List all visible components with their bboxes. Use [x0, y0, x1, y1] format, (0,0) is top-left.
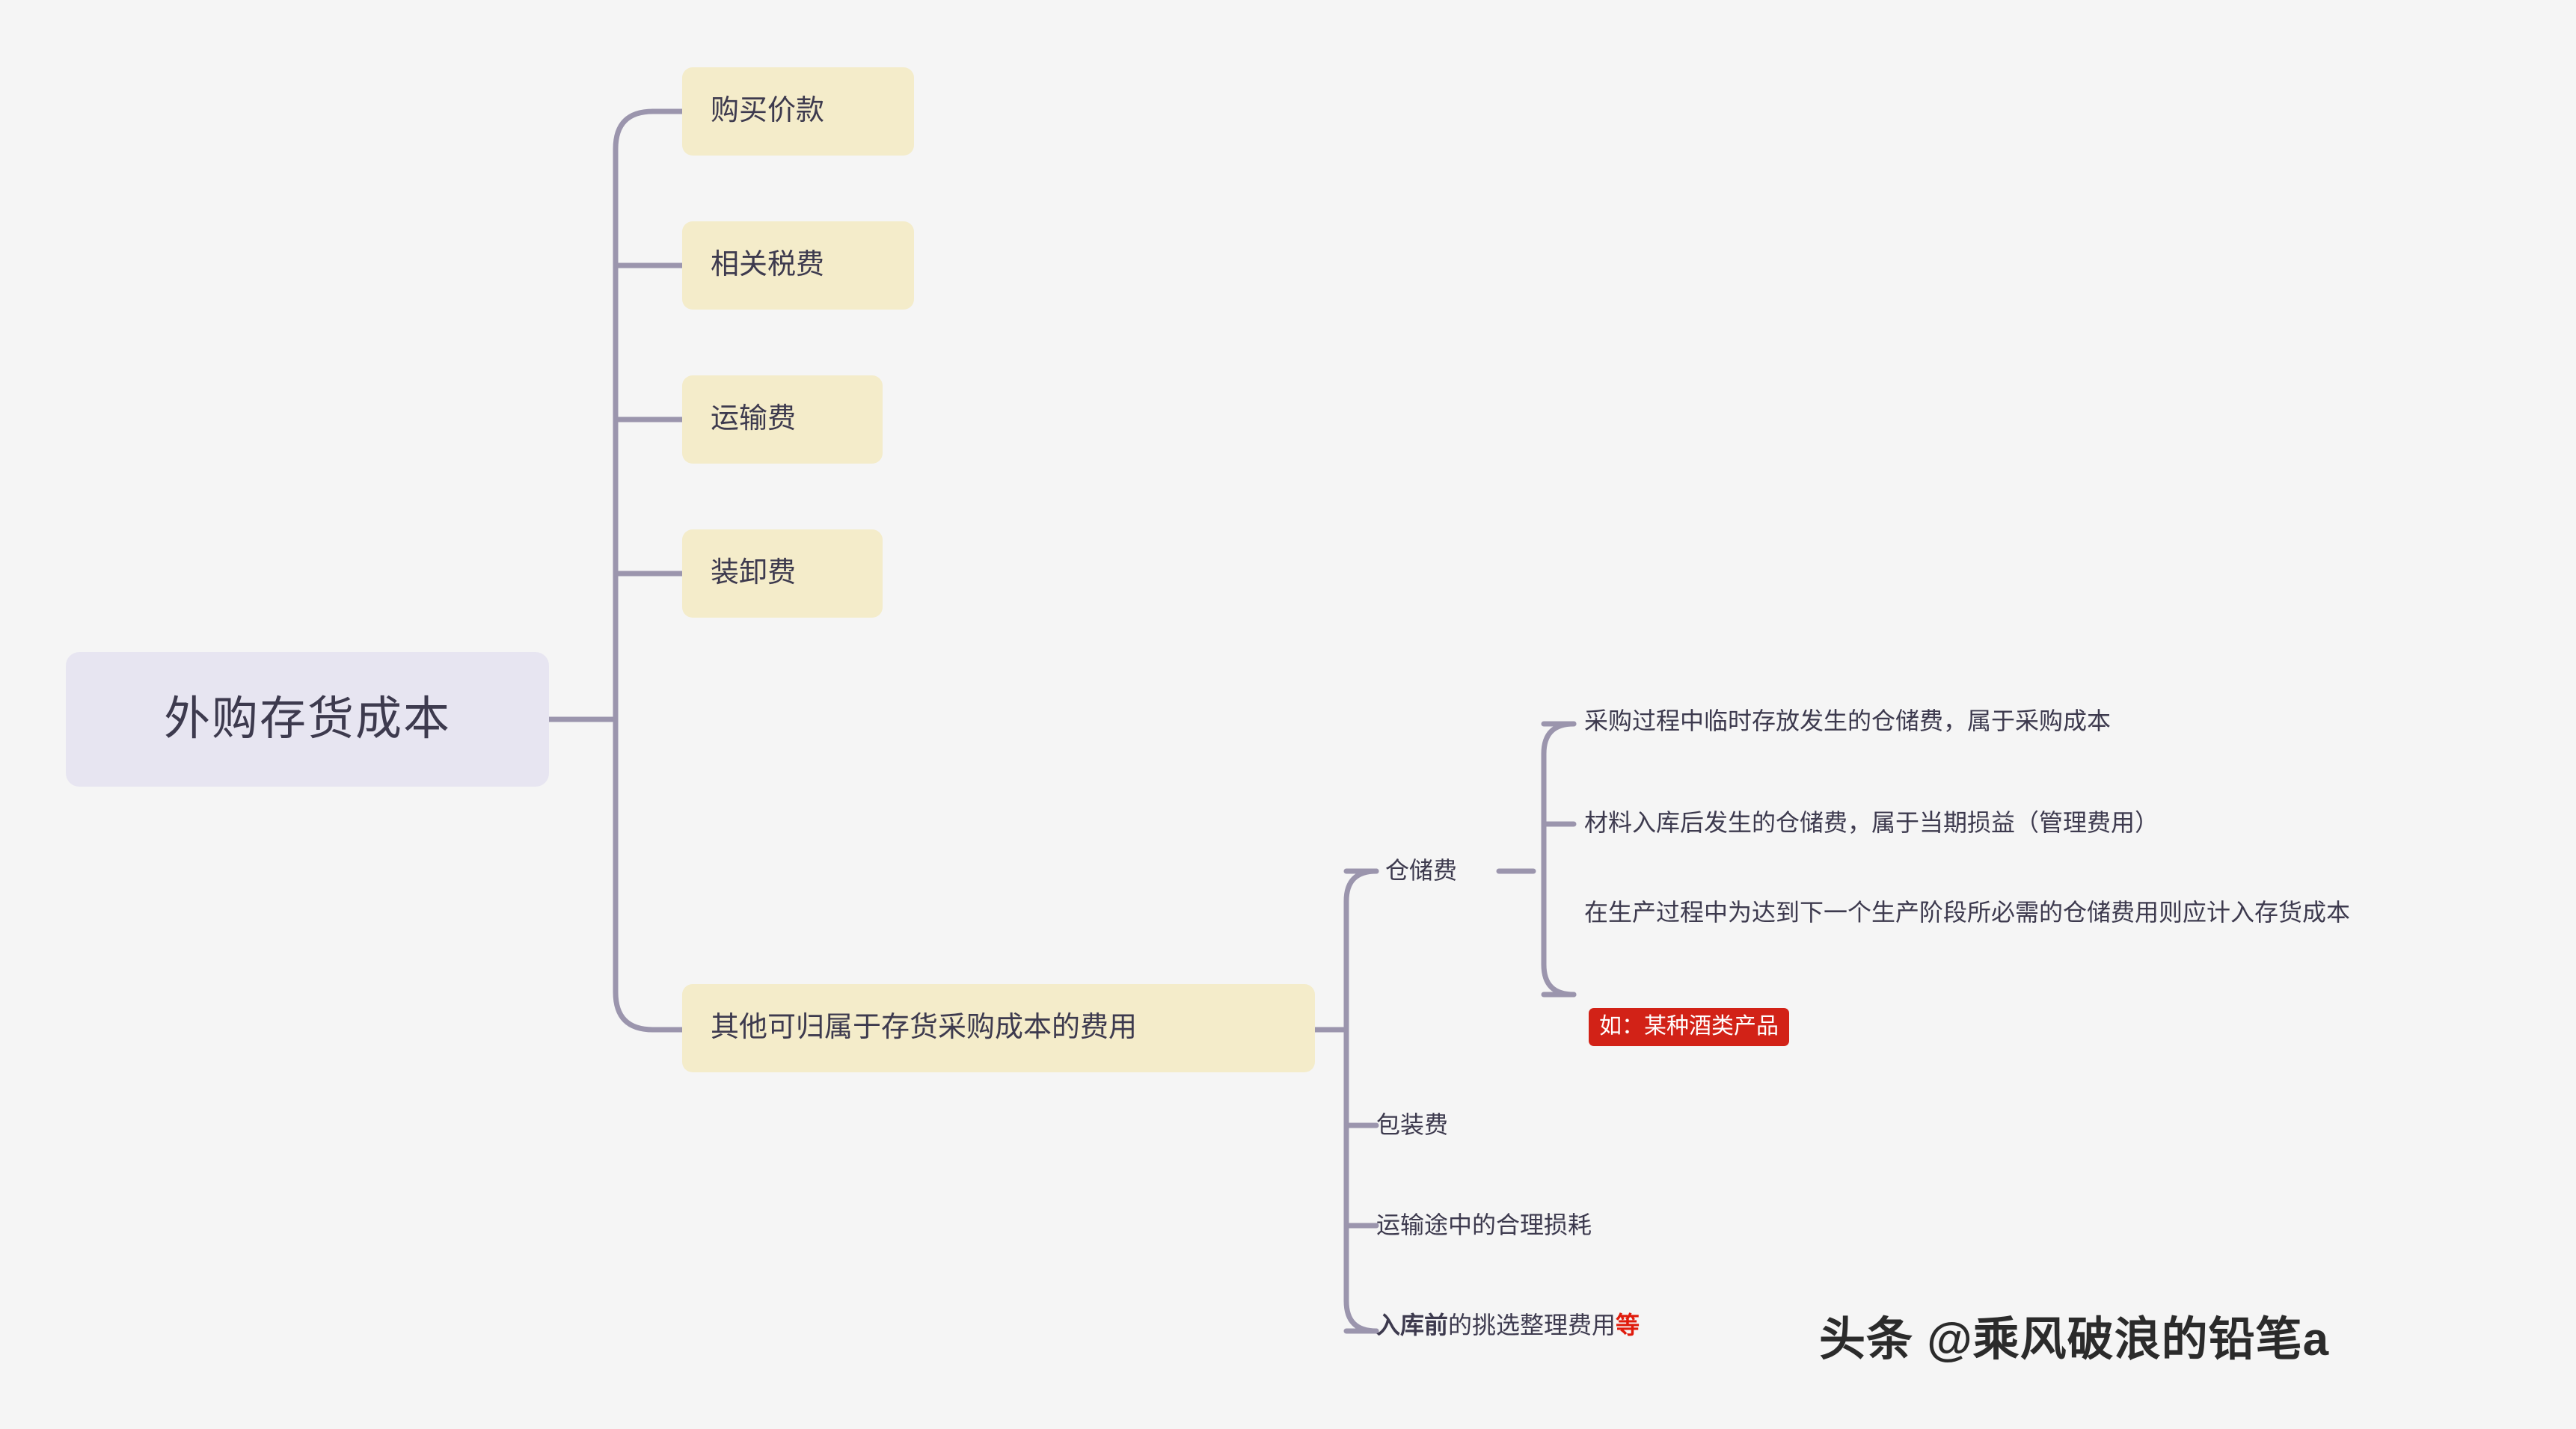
detail-node-production-stage-storage[interactable]: 在生产过程中为达到下一个生产阶段所必需的仓储费用则应计入存货成本 [1584, 894, 2557, 932]
watermark-label: 头条 @乘风破浪的铅笔a [1819, 1314, 2330, 1365]
subbranch-label: 仓储费 [1385, 857, 1458, 884]
branch-label: 其他可归属于存货采购成本的费用 [711, 1012, 1138, 1044]
branch-label: 相关税费 [711, 249, 825, 281]
sorting-segment-bold: 入库前 [1376, 1312, 1449, 1339]
subbranch-node-pre-warehouse-sorting[interactable]: 入库前的挑选整理费用等 [1376, 1307, 1640, 1345]
subbranch-label: 入库前的挑选整理费用等 [1376, 1312, 1640, 1339]
branch-node-freight[interactable]: 运输费 [682, 375, 883, 464]
branch-node-other-attributable-costs[interactable]: 其他可归属于存货采购成本的费用 [682, 984, 1315, 1072]
subbranch-node-storage-fee[interactable]: 仓储费 [1385, 852, 1457, 890]
detail-node-purchase-temp-storage[interactable]: 采购过程中临时存放发生的仓储费，属于采购成本 [1584, 703, 2527, 740]
subbranch-label: 运输途中的合理损耗 [1376, 1211, 1592, 1238]
branch-label: 装卸费 [711, 557, 797, 589]
sorting-segment-red: 等 [1616, 1312, 1640, 1339]
sorting-segment-normal: 的挑选整理费用 [1448, 1312, 1616, 1339]
detail-label: 采购过程中临时存放发生的仓储费，属于采购成本 [1584, 707, 2112, 734]
edge-l1-spine [613, 108, 656, 1033]
detail-label: 材料入库后发生的仓储费，属于当期损益（管理费用） [1584, 809, 2159, 836]
root-node-label: 外购存货成本 [163, 692, 451, 745]
subbranch-label: 包装费 [1376, 1111, 1449, 1138]
edge-other-spine [1343, 868, 1379, 1334]
root-node[interactable]: 外购存货成本 [66, 652, 549, 787]
example-badge-label: 如：某种酒类产品 [1599, 1014, 1779, 1039]
detail-node-post-warehouse-storage[interactable]: 材料入库后发生的仓储费，属于当期损益（管理费用） [1584, 805, 2527, 842]
branch-label: 购买价款 [711, 95, 825, 127]
watermark: 头条 @乘风破浪的铅笔a [1819, 1301, 2329, 1368]
branch-node-purchase-price[interactable]: 购买价款 [682, 67, 914, 156]
branch-node-related-tax[interactable]: 相关税费 [682, 221, 914, 310]
subbranch-node-transit-loss[interactable]: 运输途中的合理损耗 [1376, 1207, 1592, 1244]
subbranch-node-packaging-fee[interactable]: 包装费 [1376, 1107, 1448, 1144]
branch-label: 运输费 [711, 403, 797, 435]
edge-storage-spine [1541, 721, 1577, 998]
branch-node-loading-unloading[interactable]: 装卸费 [682, 529, 883, 618]
example-badge[interactable]: 如：某种酒类产品 [1589, 1008, 1789, 1046]
detail-label: 在生产过程中为达到下一个生产阶段所必需的仓储费用则应计入存货成本 [1584, 899, 2351, 926]
